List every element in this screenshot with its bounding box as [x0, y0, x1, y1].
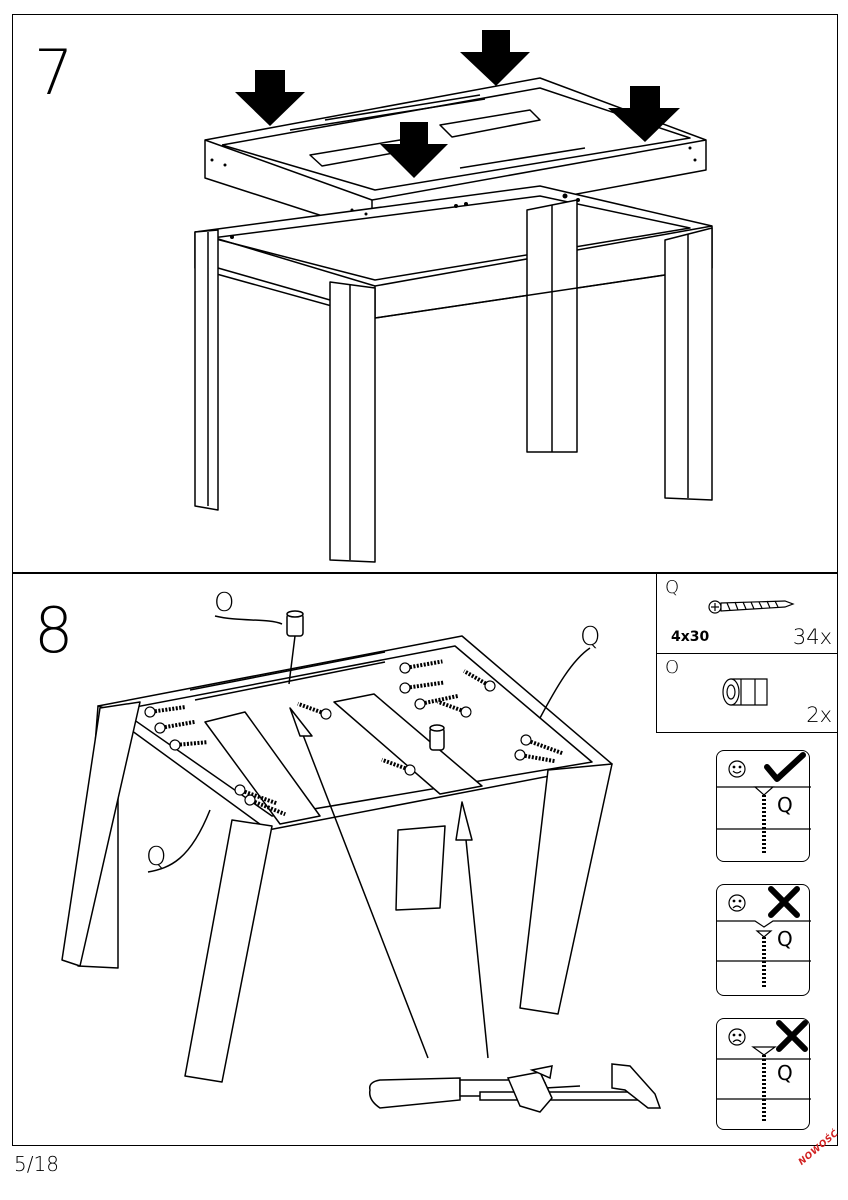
part-letter: O	[665, 657, 680, 678]
tip-illustration	[717, 886, 811, 989]
tip-label: Q	[777, 927, 793, 951]
smiley-happy-icon	[728, 760, 746, 778]
part-letter: Q	[665, 577, 680, 598]
tip-too-deep: Q	[716, 884, 811, 996]
part-quantity: 34x	[792, 625, 832, 649]
arrow-down-icon	[608, 86, 680, 142]
check-icon	[764, 752, 806, 782]
dowel-icon	[722, 678, 768, 706]
table-underside	[61, 635, 613, 1083]
table-top-frame	[204, 77, 707, 233]
step-8-number: 8	[34, 594, 74, 667]
callout-dowel-label: O	[214, 588, 235, 618]
cross-icon	[776, 1020, 808, 1052]
callout-screw-right-label: Q	[580, 622, 601, 652]
smiley-sad-icon	[728, 1028, 746, 1046]
tip-label: Q	[777, 793, 793, 817]
step-7-number: 7	[34, 36, 74, 109]
tip-too-shallow: Q	[716, 1018, 811, 1130]
tip-correct-depth: Q	[716, 750, 811, 862]
tip-illustration	[717, 1020, 811, 1123]
arrow-down-icon	[235, 70, 305, 126]
screw-icons	[144, 659, 565, 817]
down-arrows	[235, 30, 680, 178]
tip-illustration	[717, 752, 811, 855]
step-8-panel	[12, 572, 838, 1146]
tip-label: Q	[777, 1061, 793, 1085]
dowel-icon	[286, 610, 445, 751]
page-number: 5/18	[14, 1152, 59, 1176]
screw-icon	[708, 600, 795, 614]
parts-list: Q 4x30 34x O 2x	[656, 573, 838, 733]
clamp-icon	[479, 1063, 662, 1113]
step-7-panel	[12, 14, 838, 574]
part-size: 4x30	[671, 629, 710, 645]
cross-icon	[768, 886, 800, 918]
arrow-down-icon	[380, 122, 448, 178]
smiley-sad-icon	[728, 894, 746, 912]
part-quantity: 2x	[806, 703, 832, 727]
arrow-down-icon	[460, 30, 530, 86]
callout-screw-left-label: Q	[146, 842, 167, 872]
table-base	[194, 185, 713, 563]
part-row-dowel: O 2x	[657, 653, 838, 731]
part-row-screw: Q 4x30 34x	[657, 573, 838, 654]
